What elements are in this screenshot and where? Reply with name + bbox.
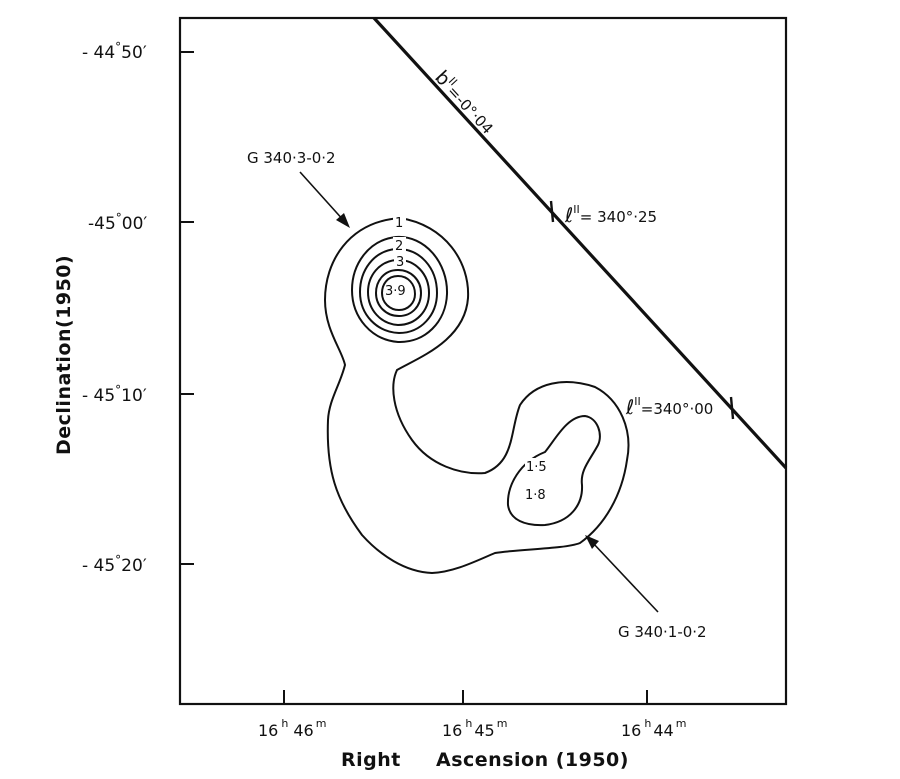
x-axis-title-right: Right xyxy=(341,749,401,771)
galactic-longitude-label-1: ℓII= 340°·25 xyxy=(564,203,657,227)
contour-label-3: 3 xyxy=(396,255,404,270)
y-tick-marks xyxy=(180,51,194,565)
contour-2-5 xyxy=(358,247,439,335)
contour-1-5 xyxy=(506,414,601,527)
source-arrow-north-shaft xyxy=(299,171,346,223)
contour-2 xyxy=(350,235,449,344)
source-arrow-north-head xyxy=(336,213,350,228)
y-axis-title: Declination(1950) xyxy=(53,255,75,455)
contour-outer xyxy=(323,216,630,575)
contour-label-mask xyxy=(393,237,406,252)
contour-label-peak-north: 3·9 xyxy=(385,284,406,299)
contour-peak-north xyxy=(380,274,417,312)
contour-label-mask xyxy=(394,254,406,268)
y-tick-label: -45°00′ xyxy=(88,211,147,234)
contour-label-mask xyxy=(525,458,550,473)
contour-label-mask xyxy=(393,214,406,229)
contour-label-1-5: 1·5 xyxy=(526,460,547,475)
contour-3 xyxy=(366,258,431,327)
y-tick-label: - 45°10′ xyxy=(82,383,147,406)
contour-label-peak-south: 1·8 xyxy=(525,488,546,503)
source-label-south: G 340·1-0·2 xyxy=(618,623,707,641)
x-tick-marks xyxy=(283,690,648,704)
galactic-longitude-mark-2 xyxy=(729,396,735,420)
contour-label-1: 1 xyxy=(395,216,403,231)
y-tick-labels: - 44°50′ -45°00′ - 45°10′ - 45°20′ xyxy=(82,40,147,576)
source-arrow-south-shaft xyxy=(591,541,659,613)
plot-frame xyxy=(178,16,788,706)
source-label-north: G 340·3-0·2 xyxy=(247,149,336,167)
galactic-longitude-mark-1 xyxy=(549,200,555,223)
source-arrow-south-head xyxy=(585,535,599,549)
contour-set xyxy=(323,216,630,575)
contour-3-5 xyxy=(374,268,423,318)
galactic-longitude-label-2: ℓII=340°·00 xyxy=(625,395,713,419)
galactic-latitude-label: bII=-0°·04 xyxy=(430,66,499,139)
contour-label-2: 2 xyxy=(395,239,403,254)
contour-labels: 1 2 3 3·9 1·5 1·8 xyxy=(385,214,550,503)
galactic-latitude-line xyxy=(372,16,788,470)
y-tick-label: - 44°50′ xyxy=(82,40,147,63)
x-axis-title-ascension: Ascension (1950) xyxy=(436,749,629,771)
y-tick-label: - 45°20′ xyxy=(82,553,147,576)
